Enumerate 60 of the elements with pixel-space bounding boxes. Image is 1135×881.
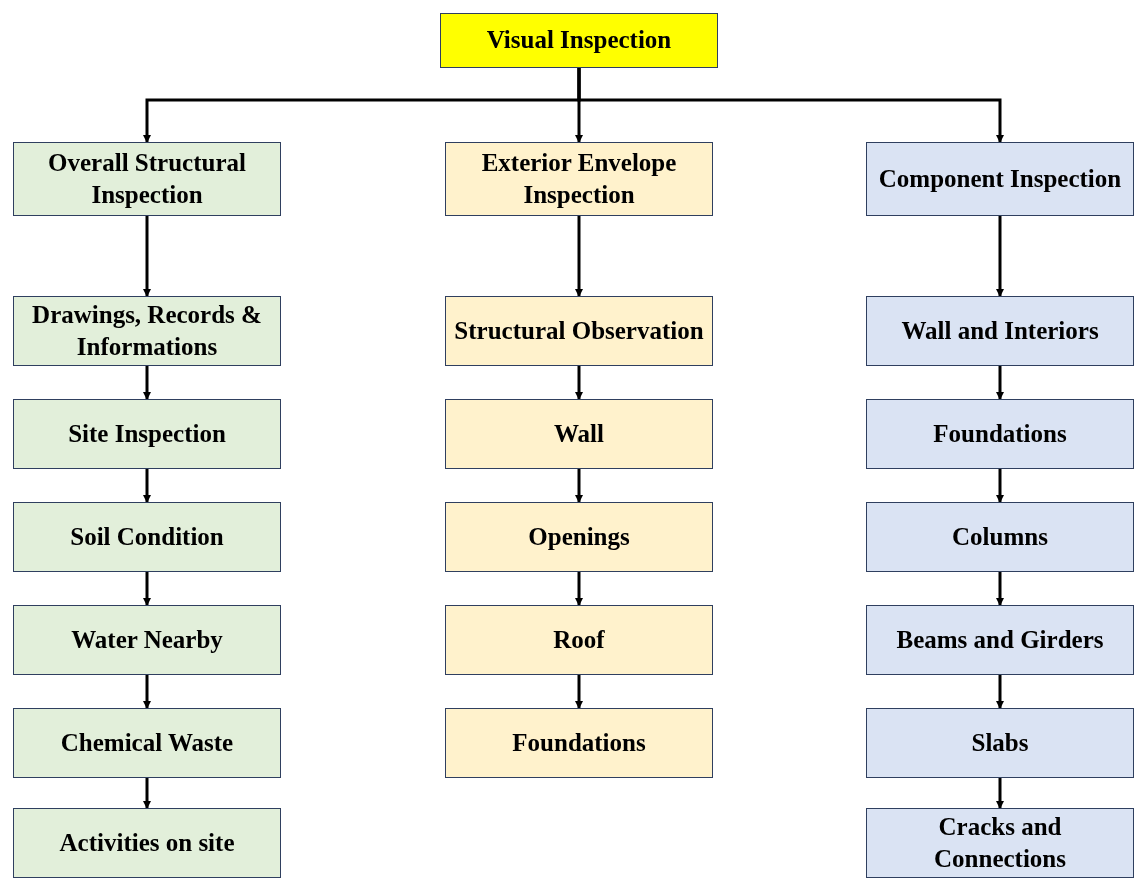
- box-label: Wall: [554, 418, 604, 449]
- process-box: [13, 605, 281, 675]
- box-label: Wall and Interiors: [901, 315, 1099, 346]
- process-box: [13, 142, 281, 216]
- process-box: [13, 502, 281, 572]
- box-label: Visual Inspection: [486, 25, 672, 56]
- process-box: [866, 399, 1134, 469]
- arrow: [996, 675, 1004, 709]
- process-box: [445, 142, 713, 216]
- box-label: Beams and Girders: [896, 624, 1104, 655]
- process-box: [445, 502, 713, 572]
- box-label: Exterior Envelope Inspection: [480, 147, 678, 210]
- box-label: Overall Structural Inspection: [47, 147, 247, 210]
- process-box: [445, 605, 713, 675]
- box-label: Roof: [553, 624, 605, 655]
- arrow: [143, 778, 151, 809]
- process-box: [866, 296, 1134, 366]
- process-box: [866, 605, 1134, 675]
- arrow: [996, 469, 1004, 503]
- arrow: [143, 675, 151, 709]
- arrow: [575, 366, 583, 400]
- process-box: [445, 296, 713, 366]
- box-label: Columns: [952, 521, 1048, 552]
- process-box: [13, 399, 281, 469]
- box-label: Foundations: [933, 418, 1067, 449]
- arrow: [143, 469, 151, 503]
- box-label: Component Inspection: [878, 163, 1122, 194]
- arrow: [575, 675, 583, 709]
- box-label: Water Nearby: [71, 624, 223, 655]
- arrow: [143, 216, 151, 297]
- arrow: [996, 216, 1004, 297]
- process-box: [866, 808, 1134, 878]
- process-box: [445, 708, 713, 778]
- arrow: [575, 572, 583, 606]
- box-label: Site Inspection: [68, 418, 226, 449]
- process-box: [445, 399, 713, 469]
- arrow: [575, 216, 583, 297]
- process-box: [13, 808, 281, 878]
- arrow: [575, 469, 583, 503]
- box-label: Foundations: [512, 727, 646, 758]
- arrow: [996, 778, 1004, 809]
- process-box: [13, 708, 281, 778]
- arrow: [996, 572, 1004, 606]
- box-label: Openings: [528, 521, 630, 552]
- arrow: [143, 366, 151, 400]
- box-label: Cracks and Connections: [933, 811, 1067, 874]
- box-label: Drawings, Records & Informations: [31, 299, 263, 362]
- process-box: [866, 502, 1134, 572]
- box-label: Activities on site: [59, 827, 235, 858]
- process-box: [440, 13, 718, 68]
- box-label: Soil Condition: [70, 521, 224, 552]
- arrow: [996, 366, 1004, 400]
- arrow: [143, 572, 151, 606]
- box-label: Chemical Waste: [60, 727, 234, 758]
- box-label: Structural Observation: [454, 315, 704, 346]
- process-box: [866, 708, 1134, 778]
- box-label: Slabs: [971, 727, 1029, 758]
- process-box: [866, 142, 1134, 216]
- process-box: [13, 296, 281, 366]
- arrow: [577, 68, 1004, 143]
